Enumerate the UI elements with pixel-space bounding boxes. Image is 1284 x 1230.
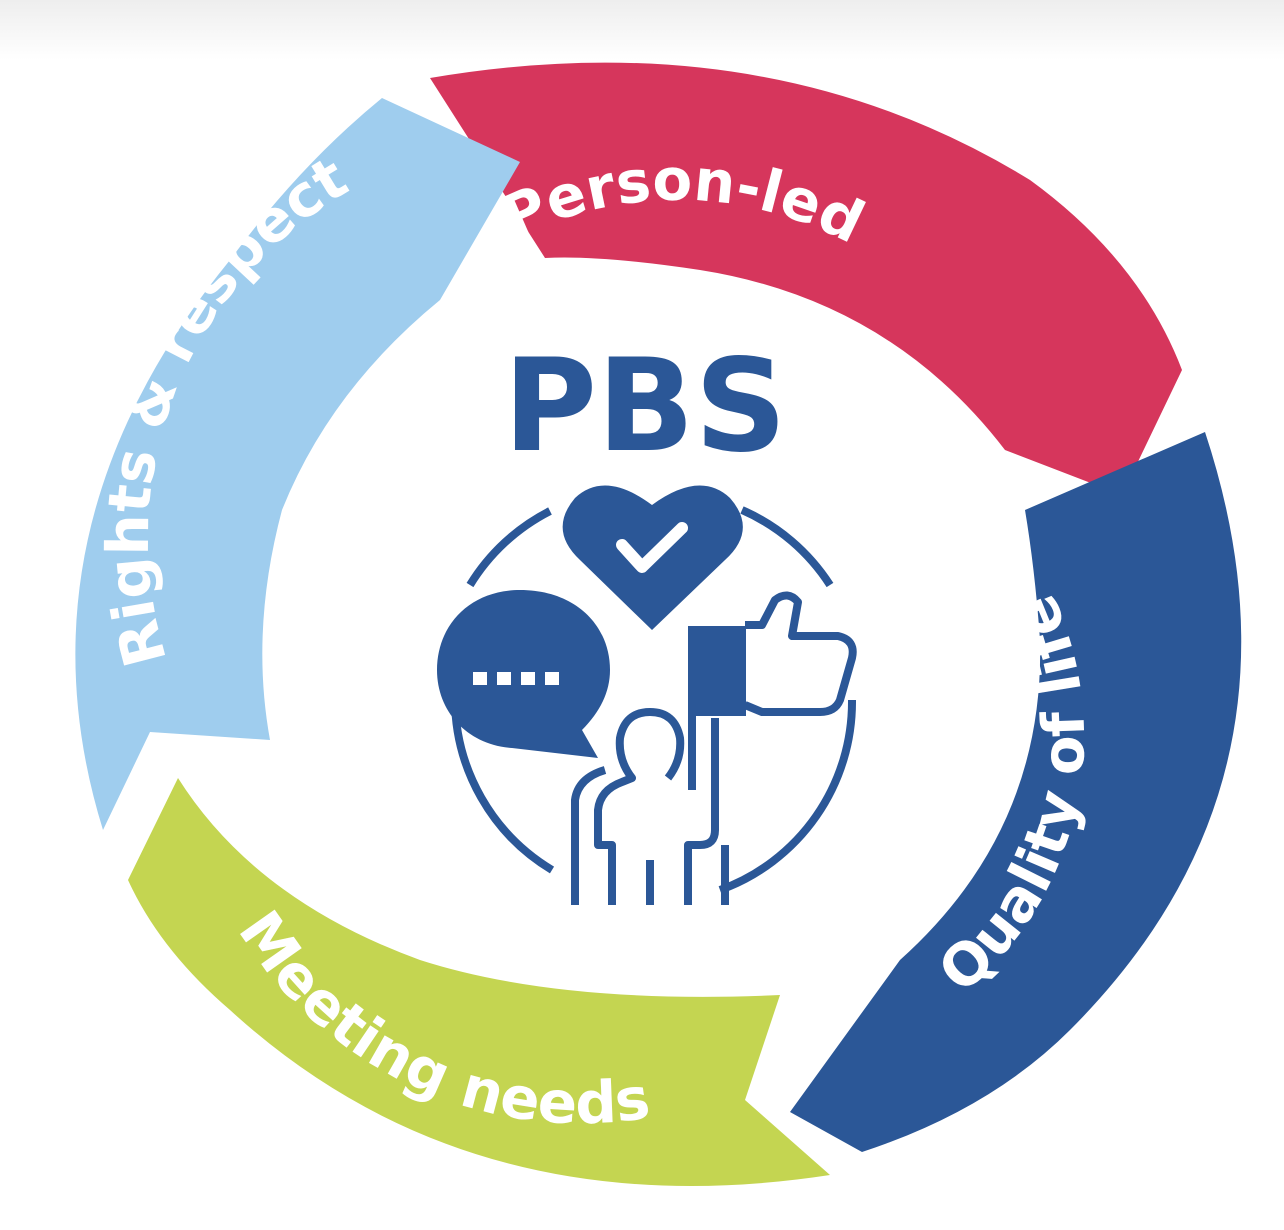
pbs-icon — [437, 485, 857, 905]
circle-ring-icon — [451, 699, 555, 874]
segment-person-led — [430, 62, 1182, 495]
circle-ring-icon — [718, 699, 857, 894]
circle-ring-icon — [466, 507, 552, 588]
segment-meeting-needs — [128, 778, 830, 1186]
ellipsis-dot — [521, 672, 535, 685]
thumbs-up-icon — [743, 591, 857, 716]
person-icon — [594, 708, 719, 905]
segment-rights-respect — [75, 98, 520, 830]
ellipsis-dot — [473, 672, 487, 685]
center-title: PBS — [503, 332, 787, 481]
segment-quality-of-life — [790, 432, 1242, 1152]
sleeve-icon — [688, 626, 746, 716]
person-torso-icon — [571, 766, 729, 905]
ellipsis-dot — [497, 672, 511, 685]
ellipsis-dot — [545, 672, 559, 685]
circle-ring-icon — [740, 506, 834, 588]
check-icon — [616, 522, 688, 573]
